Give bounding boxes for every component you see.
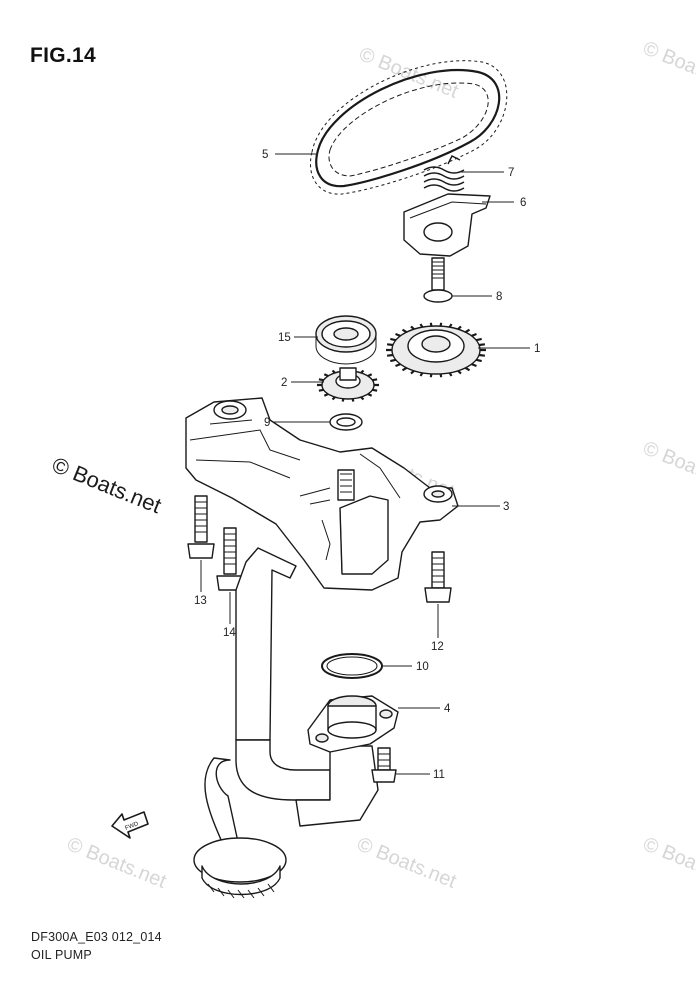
callout-2: 2 — [281, 377, 287, 389]
oil-pump-body — [185, 397, 459, 591]
oil-pump-sprocket — [386, 322, 486, 378]
callout-1: 1 — [534, 343, 540, 355]
o-ring — [321, 653, 383, 679]
sprocket-teeth — [386, 322, 486, 378]
washer — [329, 413, 363, 431]
callout-8: 8 — [496, 291, 502, 303]
callout-6: 6 — [520, 197, 526, 209]
fwd-arrow-icon: FWD — [111, 811, 149, 839]
callout-12: 12 — [431, 641, 444, 653]
callout-9: 9 — [264, 417, 270, 429]
callout-5: 5 — [262, 149, 268, 161]
strainer-flange — [307, 695, 399, 753]
tensioner-spring — [423, 155, 465, 192]
callout-15: 15 — [278, 332, 291, 344]
callout-14: 14 — [223, 627, 236, 639]
tensioner-bolt — [423, 257, 453, 303]
timing-chain — [310, 60, 508, 195]
leader-lines — [200, 153, 530, 775]
callout-labels: 5 7 6 8 1 15 2 9 3 13 14 12 10 4 11 — [194, 149, 540, 781]
oil-strainer-pipe — [193, 547, 379, 899]
figure-name: OIL PUMP — [31, 948, 92, 962]
figure-title: FIG.14 — [30, 44, 96, 67]
flange-bolt — [371, 747, 397, 783]
drive-gear — [317, 367, 379, 402]
pump-bolt-12 — [424, 551, 452, 603]
pump-bolt-14 — [216, 527, 244, 591]
callout-13: 13 — [194, 595, 207, 607]
callout-11: 11 — [433, 769, 445, 781]
fwd-label: FWD — [124, 821, 140, 832]
callout-7: 7 — [508, 167, 514, 179]
callout-10: 10 — [416, 661, 429, 673]
callout-3: 3 — [503, 501, 509, 513]
pump-bolt-13 — [187, 495, 215, 559]
bearing — [315, 315, 377, 365]
chain-tensioner — [403, 193, 491, 257]
callout-4: 4 — [444, 703, 451, 715]
figure-code: DF300A_E03 012_014 — [31, 930, 162, 944]
